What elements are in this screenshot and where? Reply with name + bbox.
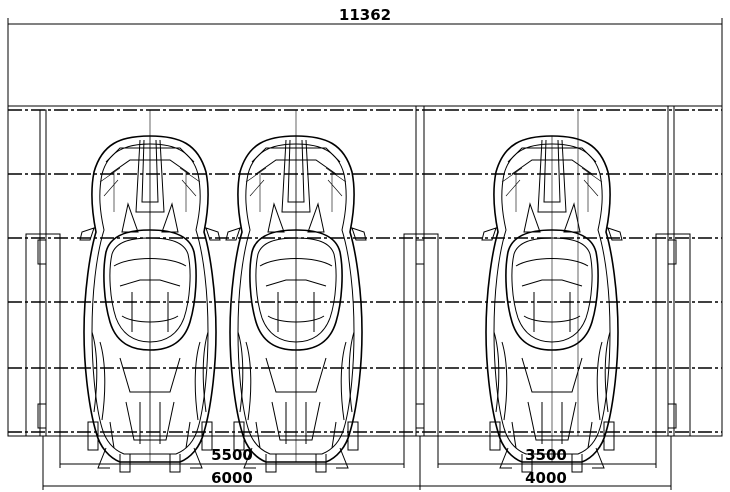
overall-dimension: 11362 <box>7 6 723 106</box>
car-2 <box>225 135 367 473</box>
car-1 <box>79 135 221 473</box>
inner-right-dimension-label: 3500 <box>525 446 567 464</box>
inner-left-dimension-label: 5500 <box>211 446 253 464</box>
carport-frame <box>7 105 723 437</box>
purlins <box>8 109 722 433</box>
outer-right-dimension-label: 4000 <box>525 469 567 487</box>
overall-dimension-label: 11362 <box>339 6 391 24</box>
outer-left-dimension-label: 6000 <box>211 469 253 487</box>
car-3 <box>481 135 623 473</box>
bottom-dimensions: 5500 3500 6000 4000 <box>42 436 672 490</box>
posts <box>25 233 691 437</box>
cars <box>79 135 623 473</box>
